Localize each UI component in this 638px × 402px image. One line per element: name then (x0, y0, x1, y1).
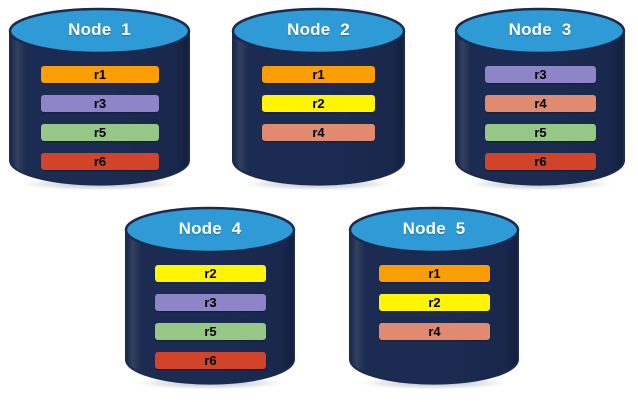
replica-bar[interactable]: r1 (262, 66, 375, 83)
replica-bar-label: r5 (534, 125, 547, 140)
replica-bar[interactable]: r4 (379, 323, 490, 340)
node-label: Node 1 (68, 20, 131, 39)
replica-bar[interactable]: r3 (485, 66, 596, 83)
node-label: Node 2 (287, 20, 350, 39)
replica-bar[interactable]: r5 (485, 124, 596, 141)
replica-bar[interactable]: r3 (155, 294, 266, 311)
replica-bar-label: r6 (93, 154, 107, 169)
node-label: Node 4 (178, 219, 242, 238)
replica-bar[interactable]: r6 (485, 153, 596, 170)
replica-bar-label: r1 (428, 266, 441, 281)
replica-bar-label: r4 (534, 96, 547, 111)
node-label: Node 3 (508, 20, 572, 39)
cylinder-top-disc (454, 7, 626, 55)
replica-bar-list: r1 r2 r4 (262, 66, 375, 141)
replica-bar-label: r3 (204, 295, 217, 310)
replica-bar-label: r5 (93, 125, 107, 140)
replica-bar-list: r1 r2 r4 (379, 265, 490, 340)
replica-bar[interactable]: r2 (262, 95, 375, 112)
replica-bar-label: r2 (204, 266, 217, 281)
replica-bar[interactable]: r1 (379, 265, 490, 282)
cylinder-top-disc (348, 206, 520, 254)
replica-bar[interactable]: r4 (485, 95, 596, 112)
replica-bar-label: r6 (534, 154, 547, 169)
replica-bar-label: r3 (93, 96, 107, 111)
node-label: Node 5 (402, 219, 466, 238)
replica-bar-label: r1 (312, 67, 325, 82)
replica-bar[interactable]: r5 (155, 323, 266, 340)
replica-bar-label: r4 (428, 324, 441, 339)
replica-bar[interactable]: r5 (41, 124, 159, 141)
replica-bar[interactable]: r2 (379, 294, 490, 311)
cylinder-top-disc (8, 7, 191, 55)
node-cylinder[interactable]: Node 3 r3 r4 r5 r6 (454, 7, 626, 194)
replica-bar[interactable]: r6 (155, 352, 266, 369)
replica-bar-list: r3 r4 r5 r6 (485, 66, 596, 170)
replica-bar-label: r1 (93, 67, 107, 82)
node-cylinder[interactable]: Node 1 r1 r3 r5 r6 (8, 7, 191, 194)
replica-bar[interactable]: r3 (41, 95, 159, 112)
node-cylinder[interactable]: Node 2 r1 r2 r4 (231, 7, 406, 194)
replica-bar-list: r1 r3 r5 r6 (41, 66, 159, 170)
replica-bar-label: r6 (204, 353, 217, 368)
cylinder-top-disc (231, 7, 406, 55)
replica-bar[interactable]: r1 (41, 66, 159, 83)
replica-bar-label: r3 (534, 67, 547, 82)
replica-bar[interactable]: r4 (262, 124, 375, 141)
replica-bar-label: r5 (204, 324, 217, 339)
node-cylinder[interactable]: Node 4 r2 r3 r5 r6 (124, 206, 296, 393)
replica-bar-label: r4 (312, 125, 325, 140)
replica-bar-label: r2 (428, 295, 441, 310)
node-cylinder[interactable]: Node 5 r1 r2 r4 (348, 206, 520, 393)
replica-bar[interactable]: r6 (41, 153, 159, 170)
replica-bar-label: r2 (312, 96, 325, 111)
cylinder-top-disc (124, 206, 296, 254)
replica-bar-list: r2 r3 r5 r6 (155, 265, 266, 369)
replica-bar[interactable]: r2 (155, 265, 266, 282)
